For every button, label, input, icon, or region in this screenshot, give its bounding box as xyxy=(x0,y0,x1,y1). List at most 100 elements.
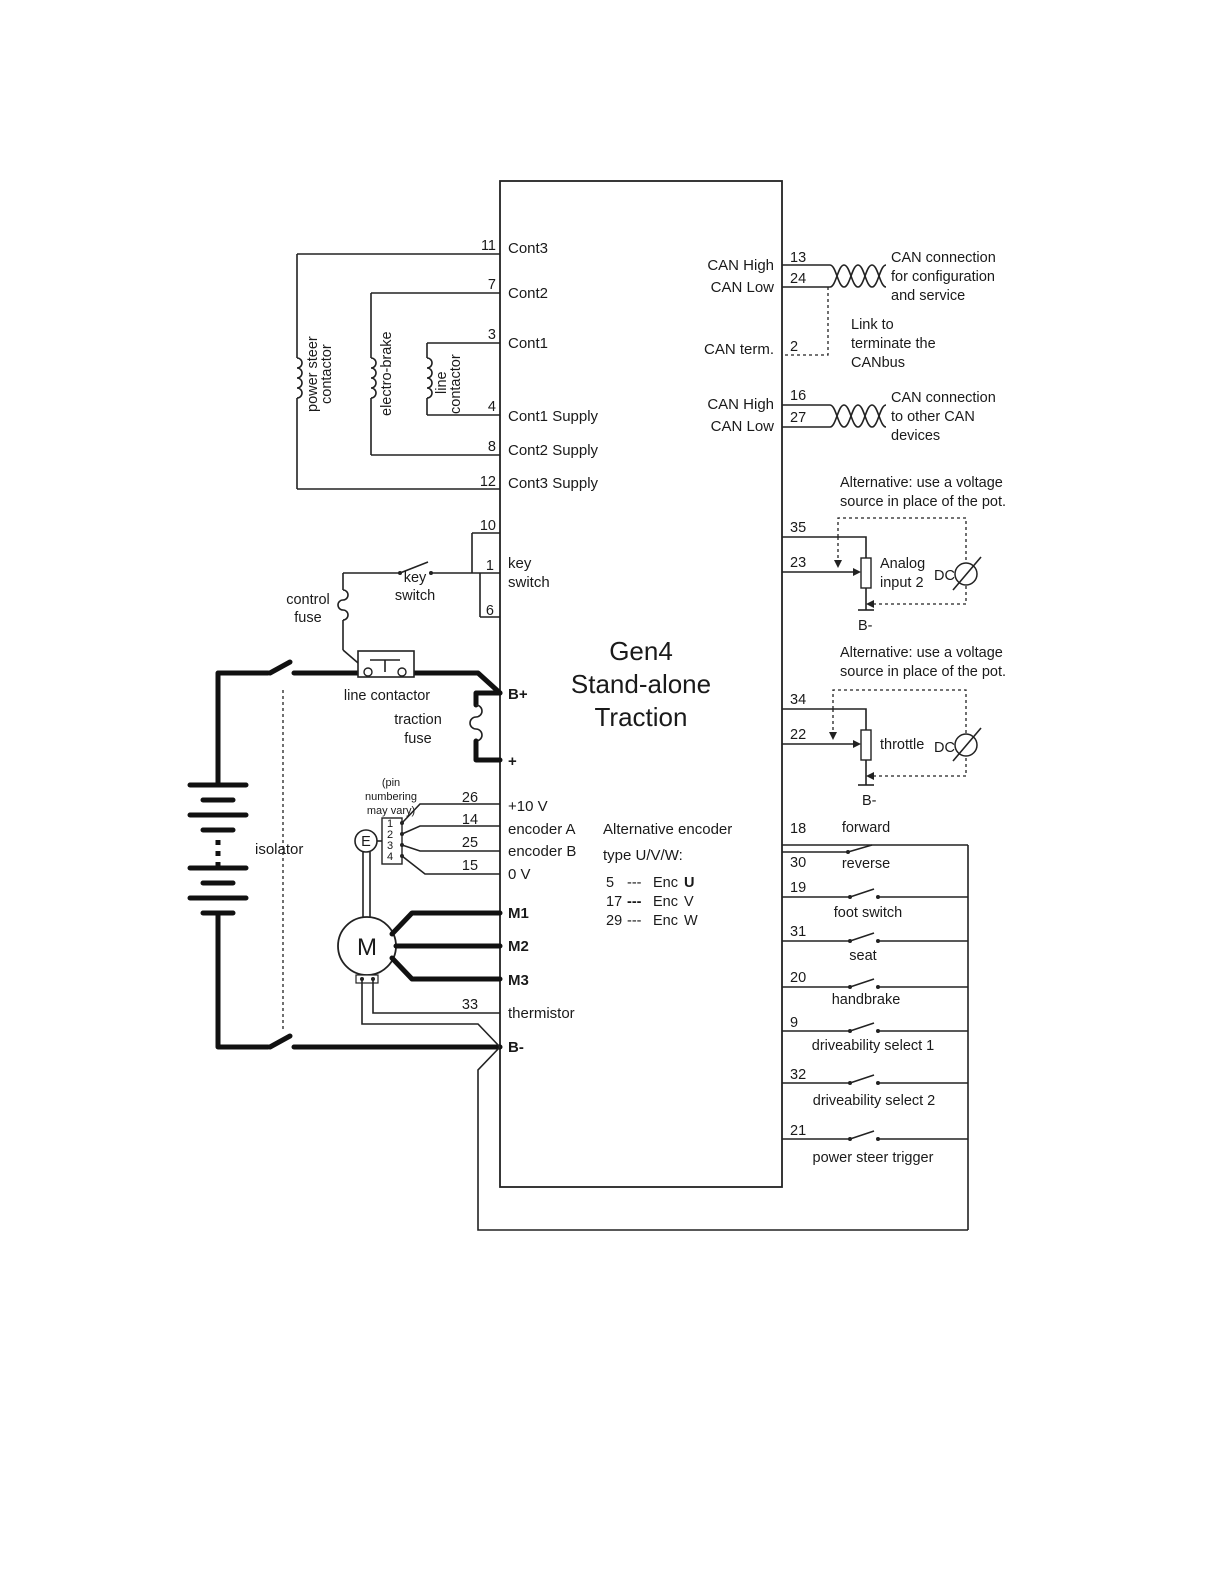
controller-title-3: Traction xyxy=(595,702,688,732)
encoder-note-1: (pin xyxy=(382,777,400,789)
pin-18: 18 xyxy=(790,821,806,837)
traction-fuse-label-1: traction xyxy=(394,712,442,728)
plus-label: + xyxy=(508,753,517,770)
switch-driveability-select-2-label: driveability select 2 xyxy=(813,1093,936,1109)
encoder-symbol: E xyxy=(361,834,371,850)
can-high-2: CAN High xyxy=(707,396,774,413)
can-link-3: CANbus xyxy=(851,355,905,371)
pin-27: 27 xyxy=(790,410,806,426)
throttle-note-1: Alternative: use a voltage xyxy=(840,645,1003,661)
encoder-conn-pin-4: 4 xyxy=(387,851,393,863)
key-switch-section: 10 1 6 key switch key switch control fus… xyxy=(286,518,550,676)
switch-reverse-dot xyxy=(846,850,850,854)
pin-9: 9 xyxy=(790,1015,798,1031)
pin-20: 20 xyxy=(790,970,806,986)
analog1-dc: DC xyxy=(934,568,955,584)
pin-15: 15 xyxy=(462,858,478,874)
encoder-section: (pin numbering may vary) 1 2 3 4 E 26 14… xyxy=(354,777,732,929)
label-thermistor: thermistor xyxy=(508,1005,575,1022)
alt-encoder-title-1: Alternative encoder xyxy=(603,821,732,838)
pin-24: 24 xyxy=(790,271,806,287)
label-0v: 0 V xyxy=(508,866,531,883)
coil-line-label-1: line xyxy=(434,371,450,394)
can-conn1-1: CAN connection xyxy=(891,250,996,266)
pin-16: 16 xyxy=(790,388,806,404)
pin-2: 2 xyxy=(790,339,798,355)
label-cont3-supply: Cont3 Supply xyxy=(508,475,599,492)
throttle-section: Alternative: use a voltage source in pla… xyxy=(782,645,1006,809)
pin-26: 26 xyxy=(462,790,478,806)
analog1-label-1: Analog xyxy=(880,556,925,572)
throttle-bminus: B- xyxy=(862,793,877,809)
switch-power-steer-trigger-dot-a xyxy=(848,1137,852,1141)
pin-34: 34 xyxy=(790,692,806,708)
can-conn1-2: for configuration xyxy=(891,269,995,285)
pin-21: 21 xyxy=(790,1123,806,1139)
pin-11: 11 xyxy=(481,238,496,254)
key-switch-label-1: key xyxy=(404,570,427,586)
analog1-bminus: B- xyxy=(858,618,873,634)
pin-6: 6 xyxy=(486,603,494,619)
power-section: B+ + B- line contactor traction fuse iso… xyxy=(187,650,968,1231)
coil-electro-brake-label: electro-brake xyxy=(379,331,395,416)
switch-reverse-label: reverse xyxy=(842,856,890,872)
motor-symbol: M xyxy=(357,934,377,961)
switch-driveability-select-2-dot-a xyxy=(848,1081,852,1085)
switch-foot-switch-label: foot switch xyxy=(834,905,903,921)
switch-driveability-select-1-label: driveability select 1 xyxy=(812,1038,935,1054)
pin-19: 19 xyxy=(790,880,806,896)
switch-power-steer-trigger-contact xyxy=(849,1130,875,1140)
can-term: CAN term. xyxy=(704,341,774,358)
switch-foot-switch-dot-a xyxy=(848,895,852,899)
label-cont1: Cont1 xyxy=(508,335,548,352)
can-low-1: CAN Low xyxy=(711,279,775,296)
switch-handbrake-label: handbrake xyxy=(832,992,901,1008)
switch-driveability-select-1-dot-a xyxy=(848,1029,852,1033)
analog-input-2-section: Alternative: use a voltage source in pla… xyxy=(782,475,1006,634)
encoder-conn-pin-2: 2 xyxy=(387,829,393,841)
label-encoder-b: encoder B xyxy=(508,843,576,860)
pin-13: 13 xyxy=(790,250,806,266)
control-fuse-label-2: fuse xyxy=(294,610,321,626)
pin-31: 31 xyxy=(790,924,806,940)
switch-handbrake-contact xyxy=(849,978,875,988)
pin-1: 1 xyxy=(486,558,494,574)
pin-33: 33 xyxy=(462,997,478,1013)
analog1-note-2: source in place of the pot. xyxy=(840,494,1006,510)
throttle-label: throttle xyxy=(880,737,924,753)
analog1-label-2: input 2 xyxy=(880,575,924,591)
encoder-conn-pin-3: 3 xyxy=(387,840,393,852)
switch-forward-label: forward xyxy=(842,820,890,836)
alt-encoder-title-2: type U/V/W: xyxy=(603,847,683,864)
coil-power-steer-label-2: contactor xyxy=(319,344,335,404)
analog1-note-1: Alternative: use a voltage xyxy=(840,475,1003,491)
pin-23: 23 xyxy=(790,555,806,571)
label-encoder-a: encoder A xyxy=(508,821,576,838)
alt-enc-ch-v: V xyxy=(684,894,694,910)
isolator-label: isolator xyxy=(255,841,303,858)
contactor-section: power steer contactor electro-brake line… xyxy=(296,238,599,492)
switch-seat-dot-a xyxy=(848,939,852,943)
pin-8: 8 xyxy=(488,439,496,455)
encoder-note-2: numbering xyxy=(365,791,417,803)
pin-12: 12 xyxy=(480,474,496,490)
pin-32: 32 xyxy=(790,1067,806,1083)
switch-seat-contact xyxy=(849,932,875,942)
label-cont2: Cont2 xyxy=(508,285,548,302)
pin-4: 4 xyxy=(488,399,496,415)
encoder-conn-pin-1: 1 xyxy=(387,818,393,830)
can-conn2-1: CAN connection xyxy=(891,390,996,406)
coil-line-label-2: contactor xyxy=(448,354,464,414)
can-link-2: terminate the xyxy=(851,336,936,352)
alt-enc-ch-u: U xyxy=(684,875,694,891)
key-label-2: switch xyxy=(508,574,550,591)
label-m2: M2 xyxy=(508,938,529,955)
can-link-1: Link to xyxy=(851,317,894,333)
controller-title-1: Gen4 xyxy=(609,636,673,666)
label-m3: M3 xyxy=(508,972,529,989)
alt-enc-pin-17: 17 xyxy=(606,894,622,910)
throttle-dc: DC xyxy=(934,740,955,756)
pin-35: 35 xyxy=(790,520,806,536)
alt-enc-sep-29: --- xyxy=(627,913,642,929)
